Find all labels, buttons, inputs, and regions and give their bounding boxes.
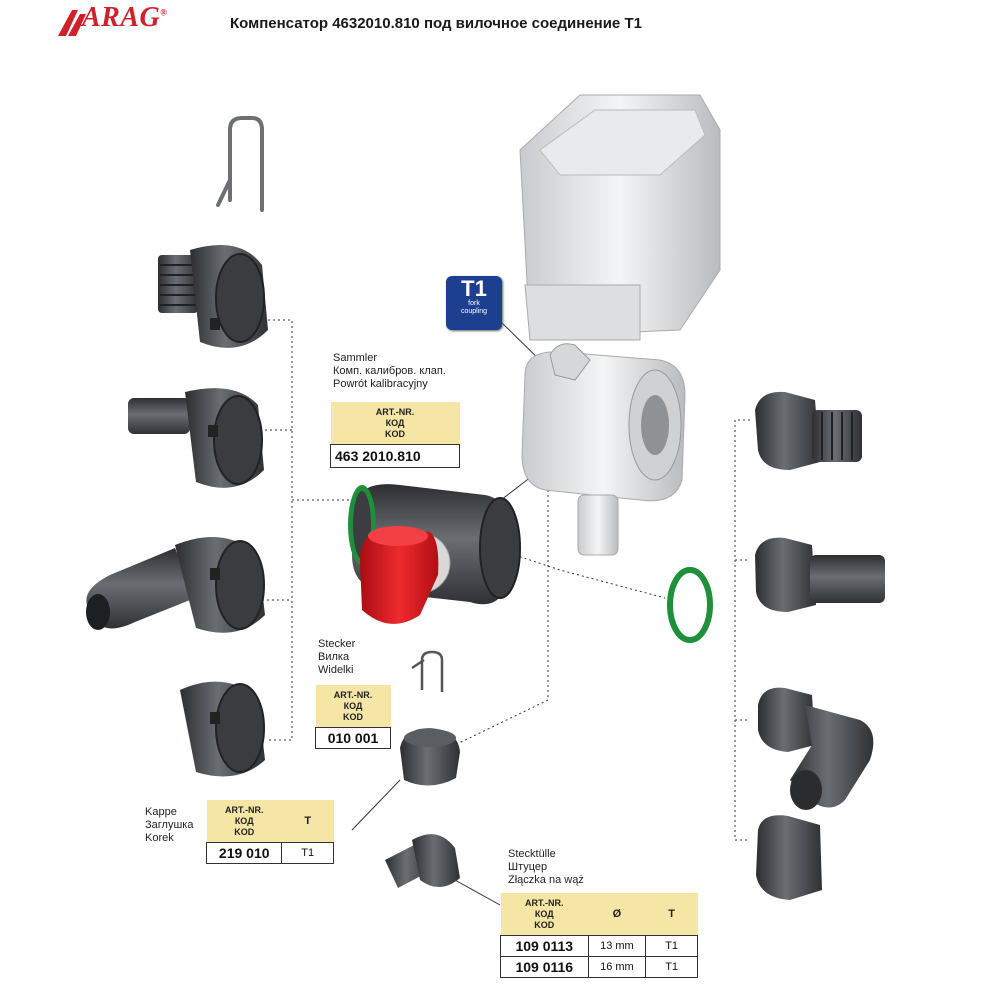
badge-code: T1 [461, 276, 487, 301]
stecktulle-type-header: T [645, 893, 698, 936]
stecker-label-de: Stecker [318, 638, 356, 650]
stecktulle-diameter-cell: 16 mm [587, 956, 647, 978]
kappe-code-cell: 219 010 [205, 842, 283, 864]
kappe-label-de: Kappe [145, 806, 177, 818]
stecktulle-labels: Stecktülle Штуцер Złączka na wąż [508, 848, 584, 887]
stecktulle-code-cell: 109 0116 [500, 956, 589, 978]
sammler-label-de: Sammler [333, 352, 378, 364]
stecktulle-type-cell: T1 [645, 935, 698, 957]
end-cap-right [756, 815, 822, 900]
elbow-adapter-left [86, 537, 265, 633]
compensator-valve [348, 484, 521, 624]
stecktulle-diameter-cell: 13 mm [587, 935, 647, 957]
sammler-labels: Sammler Комп. калибров. клап. Powrót kal… [333, 352, 446, 391]
t1-fork-coupling-badge: T1 fork coupling [446, 276, 502, 330]
sammler-label-pl: Powrót kalibracyjny [333, 378, 428, 390]
page-title: Компенсатор 4632010.810 под вилочное сое… [230, 15, 642, 32]
stecker-label-ru: Вилка [318, 651, 350, 663]
stecktulle-label-pl: Złączka na wąż [508, 874, 584, 886]
stecktulle-code-cell: 109 0113 [500, 935, 589, 957]
sammler-label-ru: Комп. калибров. клап. [333, 365, 446, 377]
stecker-label-pl: Widelki [318, 664, 354, 676]
stecktulle-diameter-header: Ø [588, 893, 646, 936]
stecktulle-label-ru: Штуцер [508, 861, 548, 873]
hose-barb-adapter-right [755, 537, 885, 612]
table-row: 109 0113 13 mm T1 [500, 935, 698, 957]
elbow-adapter-right [758, 687, 874, 810]
leader-lines [260, 319, 750, 841]
brand-logo-text: ARAG® [82, 2, 168, 33]
cap-part [400, 728, 460, 786]
stecker-labels: Stecker Вилка Widelki [318, 638, 355, 677]
threaded-adapter-left [158, 245, 268, 348]
stecktulle-label-de: Stecktülle [508, 848, 556, 860]
badge-line1: fork [468, 300, 480, 307]
stecker-code-cell: 010 001 [315, 727, 391, 749]
hose-barb-adapter-left [128, 388, 264, 488]
end-cap-left [180, 681, 265, 777]
threaded-adapter-right [755, 391, 862, 470]
fork-clip [411, 650, 444, 692]
u-clip [216, 116, 264, 212]
actuator-valve-body [519, 94, 721, 556]
sammler-code-cell: 463 2010.810 [330, 444, 460, 468]
hose-connector-part [385, 834, 460, 888]
table-row: 109 0116 16 mm T1 [500, 956, 698, 978]
stecktulle-type-cell: T1 [645, 956, 698, 978]
kappe-type-cell: T1 [281, 842, 334, 864]
kappe-type-header: T [281, 800, 334, 843]
o-ring [667, 567, 713, 643]
brand-logo-mark [56, 6, 92, 38]
kappe-labels: Kappe Заглушка Korek [145, 806, 193, 845]
badge-line2: coupling [460, 308, 488, 315]
kappe-label-ru: Заглушка [145, 819, 194, 831]
kappe-label-pl: Korek [145, 832, 174, 844]
